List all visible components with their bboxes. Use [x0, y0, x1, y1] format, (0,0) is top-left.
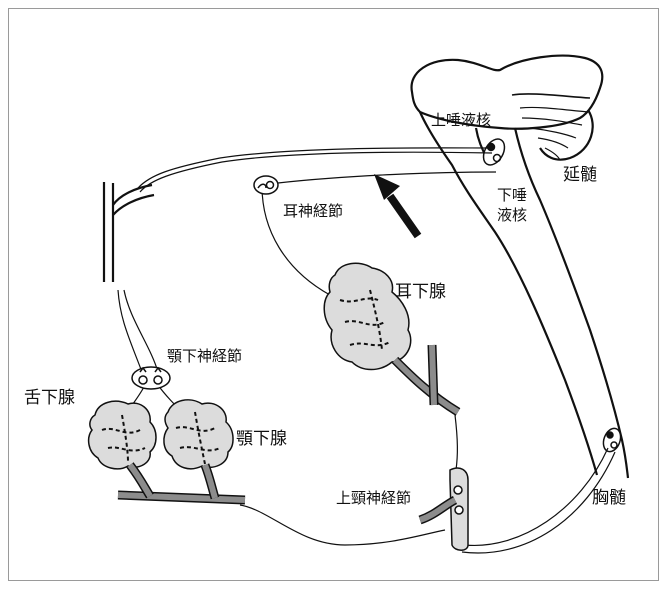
- label-superior-salivatory-nucleus: 上唾液核: [431, 111, 491, 129]
- label-submandibular-ganglion: 顎下神経節: [167, 347, 242, 365]
- label-thoracic-cord: 胸髄: [592, 488, 626, 508]
- label-otic-ganglion: 耳神経節: [283, 202, 343, 220]
- label-medulla: 延髄: [563, 165, 597, 185]
- submandibular-ganglion-symbol: [132, 367, 170, 389]
- otic-ganglion-symbol: [254, 176, 278, 194]
- superior-cervical-ganglion-symbol: [420, 468, 468, 550]
- arrow-icon: [374, 174, 418, 236]
- sublingual-gland: [89, 401, 156, 469]
- submandibular-gland: [164, 400, 233, 469]
- label-sublingual-gland: 舌下腺: [24, 388, 75, 408]
- label-inferior-salivatory-nucleus-2: 液核: [497, 206, 527, 224]
- label-parotid-gland: 耳下腺: [395, 282, 446, 302]
- superior-salivatory-nucleus-symbol: [479, 135, 509, 168]
- sublingual-submandibular-ducts: [118, 465, 245, 500]
- label-superior-cervical-ganglion: 上頸神経節: [336, 489, 411, 507]
- lingual-nerve-trunk: [104, 182, 154, 282]
- label-submandibular-gland: 顎下腺: [236, 429, 287, 449]
- label-inferior-salivatory-nucleus-1: 下唾: [497, 186, 527, 204]
- parotid-gland: [324, 263, 410, 369]
